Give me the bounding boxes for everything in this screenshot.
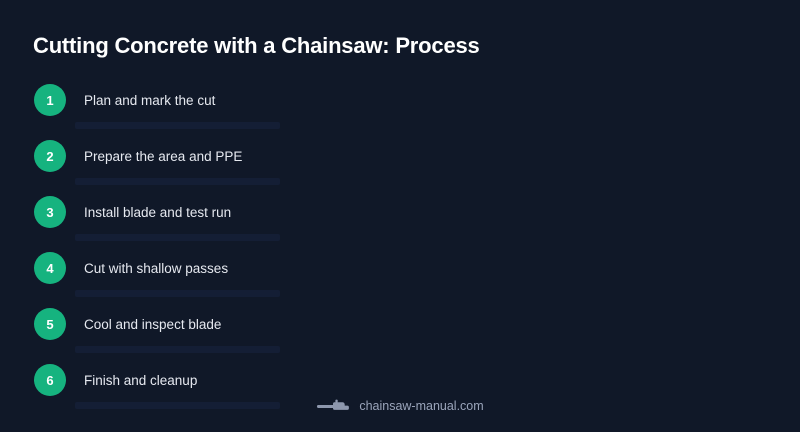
- step-number-badge: 1: [34, 84, 66, 116]
- step-label: Install blade and test run: [84, 204, 232, 220]
- step-divider: [75, 290, 280, 297]
- list-item[interactable]: 5 Cool and inspect blade: [0, 302, 800, 358]
- step-label: Prepare the area and PPE: [84, 148, 243, 164]
- process-step-list: 1 Plan and mark the cut 2 Prepare the ar…: [0, 78, 800, 414]
- step-divider: [75, 178, 280, 185]
- step-number-badge: 3: [34, 196, 66, 228]
- step-number-badge: 4: [34, 252, 66, 284]
- step-divider: [75, 346, 280, 353]
- step-divider: [75, 122, 280, 129]
- step-divider: [75, 402, 280, 409]
- chainsaw-icon: [316, 398, 350, 414]
- step-label: Cool and inspect blade: [84, 316, 222, 332]
- list-item[interactable]: 4 Cut with shallow passes: [0, 246, 800, 302]
- step-number-badge: 6: [34, 364, 66, 396]
- step-divider: [75, 234, 280, 241]
- step-number-badge: 2: [34, 140, 66, 172]
- footer-site-label: chainsaw-manual.com: [359, 399, 484, 413]
- step-label: Finish and cleanup: [84, 372, 198, 388]
- step-label: Cut with shallow passes: [84, 260, 229, 276]
- list-item[interactable]: 6 Finish and cleanup: [0, 358, 800, 414]
- list-item[interactable]: 2 Prepare the area and PPE: [0, 134, 800, 190]
- step-label: Plan and mark the cut: [84, 92, 216, 108]
- footer-attribution: chainsaw-manual.com: [0, 398, 800, 414]
- step-number-badge: 5: [34, 308, 66, 340]
- page-title: Cutting Concrete with a Chainsaw: Proces…: [33, 33, 480, 58]
- list-item[interactable]: 1 Plan and mark the cut: [0, 78, 800, 134]
- list-item[interactable]: 3 Install blade and test run: [0, 190, 800, 246]
